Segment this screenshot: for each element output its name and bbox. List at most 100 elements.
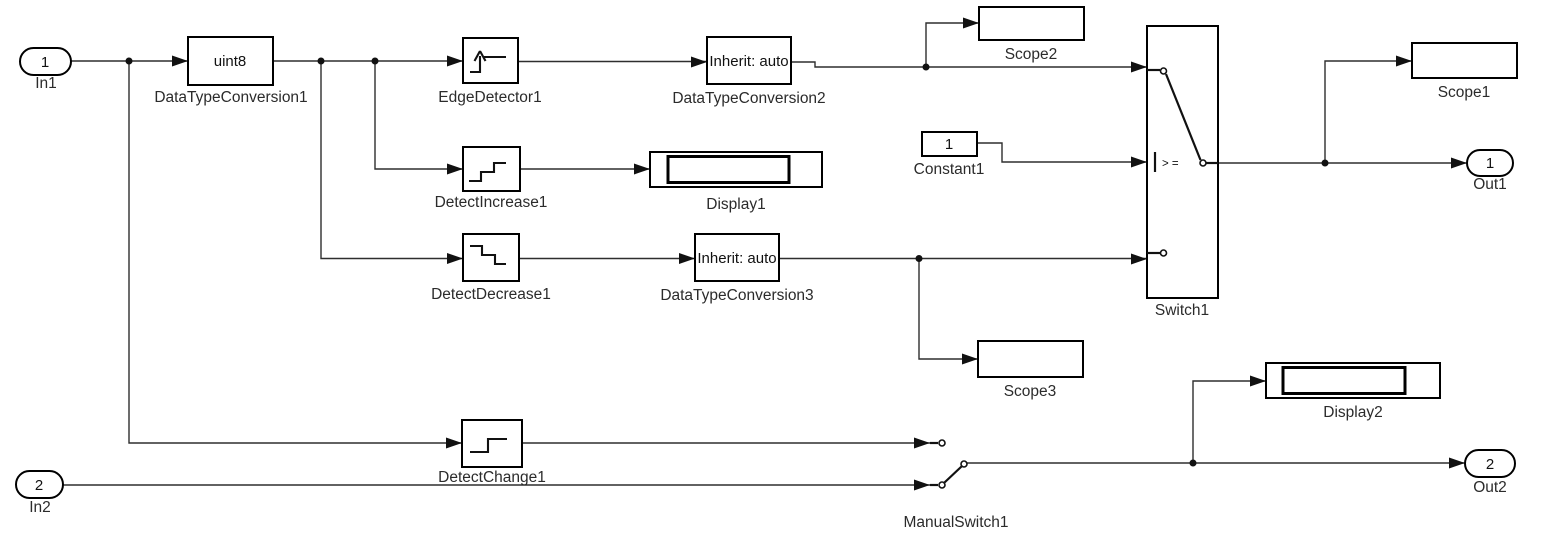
step-change-icon: [470, 437, 507, 454]
arrowhead: [914, 479, 930, 491]
block-scope2[interactable]: Scope2: [978, 6, 1085, 63]
outport-number: 2: [1486, 456, 1494, 473]
arrowhead: [447, 163, 463, 175]
block-edgedetector1[interactable]: EdgeDetector1: [438, 37, 542, 106]
junction-dot: [1321, 159, 1329, 167]
block-constant1[interactable]: 1 Constant1: [914, 131, 985, 178]
block-body[interactable]: [462, 37, 519, 84]
junction-dot: [317, 57, 325, 65]
block-detectincrease1[interactable]: DetectIncrease1: [435, 146, 548, 211]
block-label: Out1: [1473, 176, 1507, 193]
inport-shape[interactable]: [19, 47, 72, 76]
manual-switch-top-contact: [938, 439, 946, 447]
block-label: Constant1: [914, 161, 985, 178]
manual-switch-lever: [943, 465, 963, 484]
block-body[interactable]: [462, 146, 521, 192]
block-in2[interactable]: 2 In2: [15, 470, 64, 516]
block-text: Inherit: auto: [697, 250, 776, 267]
inport-number: 1: [41, 54, 49, 71]
block-label: Scope1: [1438, 84, 1491, 101]
block-out1[interactable]: 1 Out1: [1466, 149, 1514, 193]
block-detectdecrease1[interactable]: DetectDecrease1: [431, 233, 551, 303]
block-display2[interactable]: Display2: [1265, 362, 1441, 421]
wire-branch-to-display2[interactable]: [1192, 380, 1266, 463]
wire-branch-to-scope3[interactable]: [918, 258, 978, 360]
block-label: DetectIncrease1: [435, 194, 548, 211]
block-label: In1: [35, 75, 57, 92]
block-switch1[interactable]: > = Switch1: [1146, 25, 1219, 319]
arrowhead: [1396, 55, 1412, 67]
scope-body[interactable]: [1411, 42, 1518, 79]
junction-dot: [371, 57, 379, 65]
junction-dot: [915, 255, 923, 262]
manual-switch-output-contact: [960, 460, 968, 468]
outport-shape[interactable]: [1464, 449, 1516, 478]
block-datatypeconversion3[interactable]: Inherit: auto DataTypeConversion3: [660, 233, 814, 304]
block-body[interactable]: [921, 131, 978, 157]
arrowhead: [962, 353, 978, 365]
arrowhead: [172, 55, 188, 67]
wire-branch-to-detectdecrease1[interactable]: [320, 61, 463, 260]
block-label: Display1: [706, 196, 765, 213]
wire-dtc2-to-switch1-top[interactable]: [791, 61, 1147, 68]
outport-number: 1: [1486, 155, 1494, 172]
block-display1[interactable]: Display1: [649, 151, 823, 213]
block-label: Scope3: [1004, 383, 1057, 400]
block-in1[interactable]: 1 In1: [19, 47, 72, 92]
block-label: EdgeDetector1: [438, 89, 541, 106]
block-out2[interactable]: 2 Out2: [1464, 449, 1516, 496]
block-label: DetectDecrease1: [431, 286, 551, 303]
rising-edge-arrow-icon: [470, 50, 506, 74]
junction-dot: [1189, 459, 1197, 467]
wire-in1-to-detectchange1[interactable]: [128, 61, 462, 444]
scope-body[interactable]: [978, 6, 1085, 41]
block-body[interactable]: [462, 233, 520, 282]
inport-number: 2: [35, 477, 43, 494]
constant-value: 1: [945, 136, 953, 153]
switch-lever: [1164, 73, 1202, 161]
block-detectchange1[interactable]: DetectChange1: [438, 419, 546, 486]
block-scope1[interactable]: Scope1: [1411, 42, 1518, 101]
wire-branch-to-scope2[interactable]: [925, 22, 979, 67]
block-label: Scope2: [1005, 46, 1058, 63]
switch-bottom-contact: [1159, 249, 1168, 257]
junction-dot: [125, 57, 133, 65]
arrowhead: [446, 437, 462, 449]
junction-dots: [125, 57, 1329, 467]
arrowhead: [1131, 61, 1147, 73]
arrowhead: [963, 17, 979, 29]
staircase-up-icon: [469, 161, 506, 183]
block-body[interactable]: [187, 36, 274, 86]
block-datatypeconversion2[interactable]: Inherit: auto DataTypeConversion2: [672, 36, 826, 107]
block-text: Inherit: auto: [709, 53, 788, 70]
wires: [63, 22, 1467, 486]
wire-branch-to-scope1[interactable]: [1324, 60, 1412, 163]
block-text: uint8: [214, 53, 247, 70]
inport-shape[interactable]: [15, 470, 64, 499]
block-scope3[interactable]: Scope3: [977, 340, 1084, 400]
arrowhead: [1449, 457, 1465, 469]
switch-top-contact: [1159, 67, 1168, 75]
arrowhead: [1250, 375, 1266, 387]
block-label: DetectChange1: [438, 469, 546, 486]
arrowheads: [172, 17, 1467, 491]
arrowhead: [1131, 156, 1147, 168]
outport-shape[interactable]: [1466, 149, 1514, 177]
block-body[interactable]: [694, 233, 780, 282]
arrowhead: [447, 55, 463, 67]
arrowhead: [634, 163, 650, 175]
scope-body[interactable]: [977, 340, 1084, 378]
block-label: Display2: [1323, 404, 1382, 421]
block-body[interactable]: [461, 419, 523, 468]
wire-branch-to-detectincrease1[interactable]: [374, 61, 463, 170]
wire-constant1-to-switch1-mid[interactable]: [977, 142, 1147, 163]
block-datatypeconversion1[interactable]: uint8 DataTypeConversion1: [154, 36, 308, 106]
arrowhead: [914, 437, 930, 449]
switch-output-contact: [1199, 159, 1207, 167]
arrowhead: [1451, 157, 1467, 169]
block-manualswitch1[interactable]: ManualSwitch1: [903, 439, 1009, 531]
block-body[interactable]: [706, 36, 792, 85]
arrowhead: [447, 253, 463, 264]
